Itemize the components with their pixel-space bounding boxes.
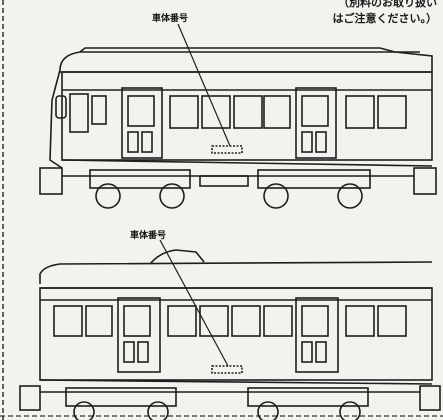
body-number-label-top: 車体番号 bbox=[152, 14, 189, 24]
wheel-3-bottom bbox=[257, 401, 279, 420]
wheel-4-top bbox=[337, 183, 363, 209]
wheel-2-top bbox=[159, 183, 185, 209]
wheel-1-bottom bbox=[73, 401, 95, 420]
leader-line-bottom bbox=[159, 239, 229, 367]
window-top-4 bbox=[263, 95, 291, 129]
roof-outline-bottom bbox=[39, 261, 433, 284]
front-window-top bbox=[55, 95, 67, 119]
cab-front-top bbox=[49, 69, 63, 169]
train-car-top bbox=[39, 23, 437, 209]
wheel-1-top bbox=[95, 183, 121, 209]
roof-outline-top bbox=[59, 47, 433, 72]
window-top-6 bbox=[377, 95, 407, 129]
number-plate-top bbox=[211, 145, 243, 154]
coupler-left-bottom bbox=[19, 385, 41, 411]
coupler-left-top bbox=[39, 167, 63, 195]
note-line-2: はご注意ください。） bbox=[332, 12, 438, 25]
bogie-front-bottom bbox=[65, 387, 177, 407]
window-top-2 bbox=[201, 95, 231, 129]
window-bottom-1 bbox=[53, 305, 83, 337]
door-2-top bbox=[295, 87, 337, 159]
bogie-front-top bbox=[89, 169, 191, 189]
wheel-4-bottom bbox=[339, 401, 361, 420]
door-2-bottom bbox=[295, 297, 339, 373]
window-top-1 bbox=[169, 95, 199, 129]
window-bottom-5 bbox=[231, 305, 261, 337]
wheel-3-top bbox=[263, 183, 289, 209]
train-car-bottom bbox=[19, 239, 441, 420]
number-plate-bottom bbox=[211, 365, 243, 374]
cab-window-top bbox=[69, 93, 89, 133]
bogie-rear-bottom bbox=[247, 387, 369, 407]
body-number-label-bottom: 車体番号 bbox=[130, 231, 167, 241]
door-1-bottom bbox=[117, 297, 161, 373]
coupler-right-top bbox=[413, 167, 437, 195]
window-bottom-7 bbox=[345, 305, 375, 337]
bogie-rear-top bbox=[257, 169, 371, 189]
door-1-top bbox=[121, 87, 163, 159]
note-line-1: （別料のお取り扱い bbox=[338, 0, 437, 9]
leader-line-top bbox=[177, 23, 231, 147]
coupler-right-bottom bbox=[419, 385, 441, 411]
window-bottom-8 bbox=[377, 305, 407, 337]
window-top-3 bbox=[233, 95, 263, 129]
window-bottom-4 bbox=[199, 305, 229, 337]
wheel-2-bottom bbox=[147, 401, 169, 420]
window-bottom-2 bbox=[85, 305, 113, 337]
window-bottom-6 bbox=[263, 305, 293, 337]
window-bottom-3 bbox=[167, 305, 197, 337]
car-body-bottom bbox=[39, 287, 433, 381]
car-body-top bbox=[61, 71, 433, 161]
window-top-5 bbox=[345, 95, 375, 129]
